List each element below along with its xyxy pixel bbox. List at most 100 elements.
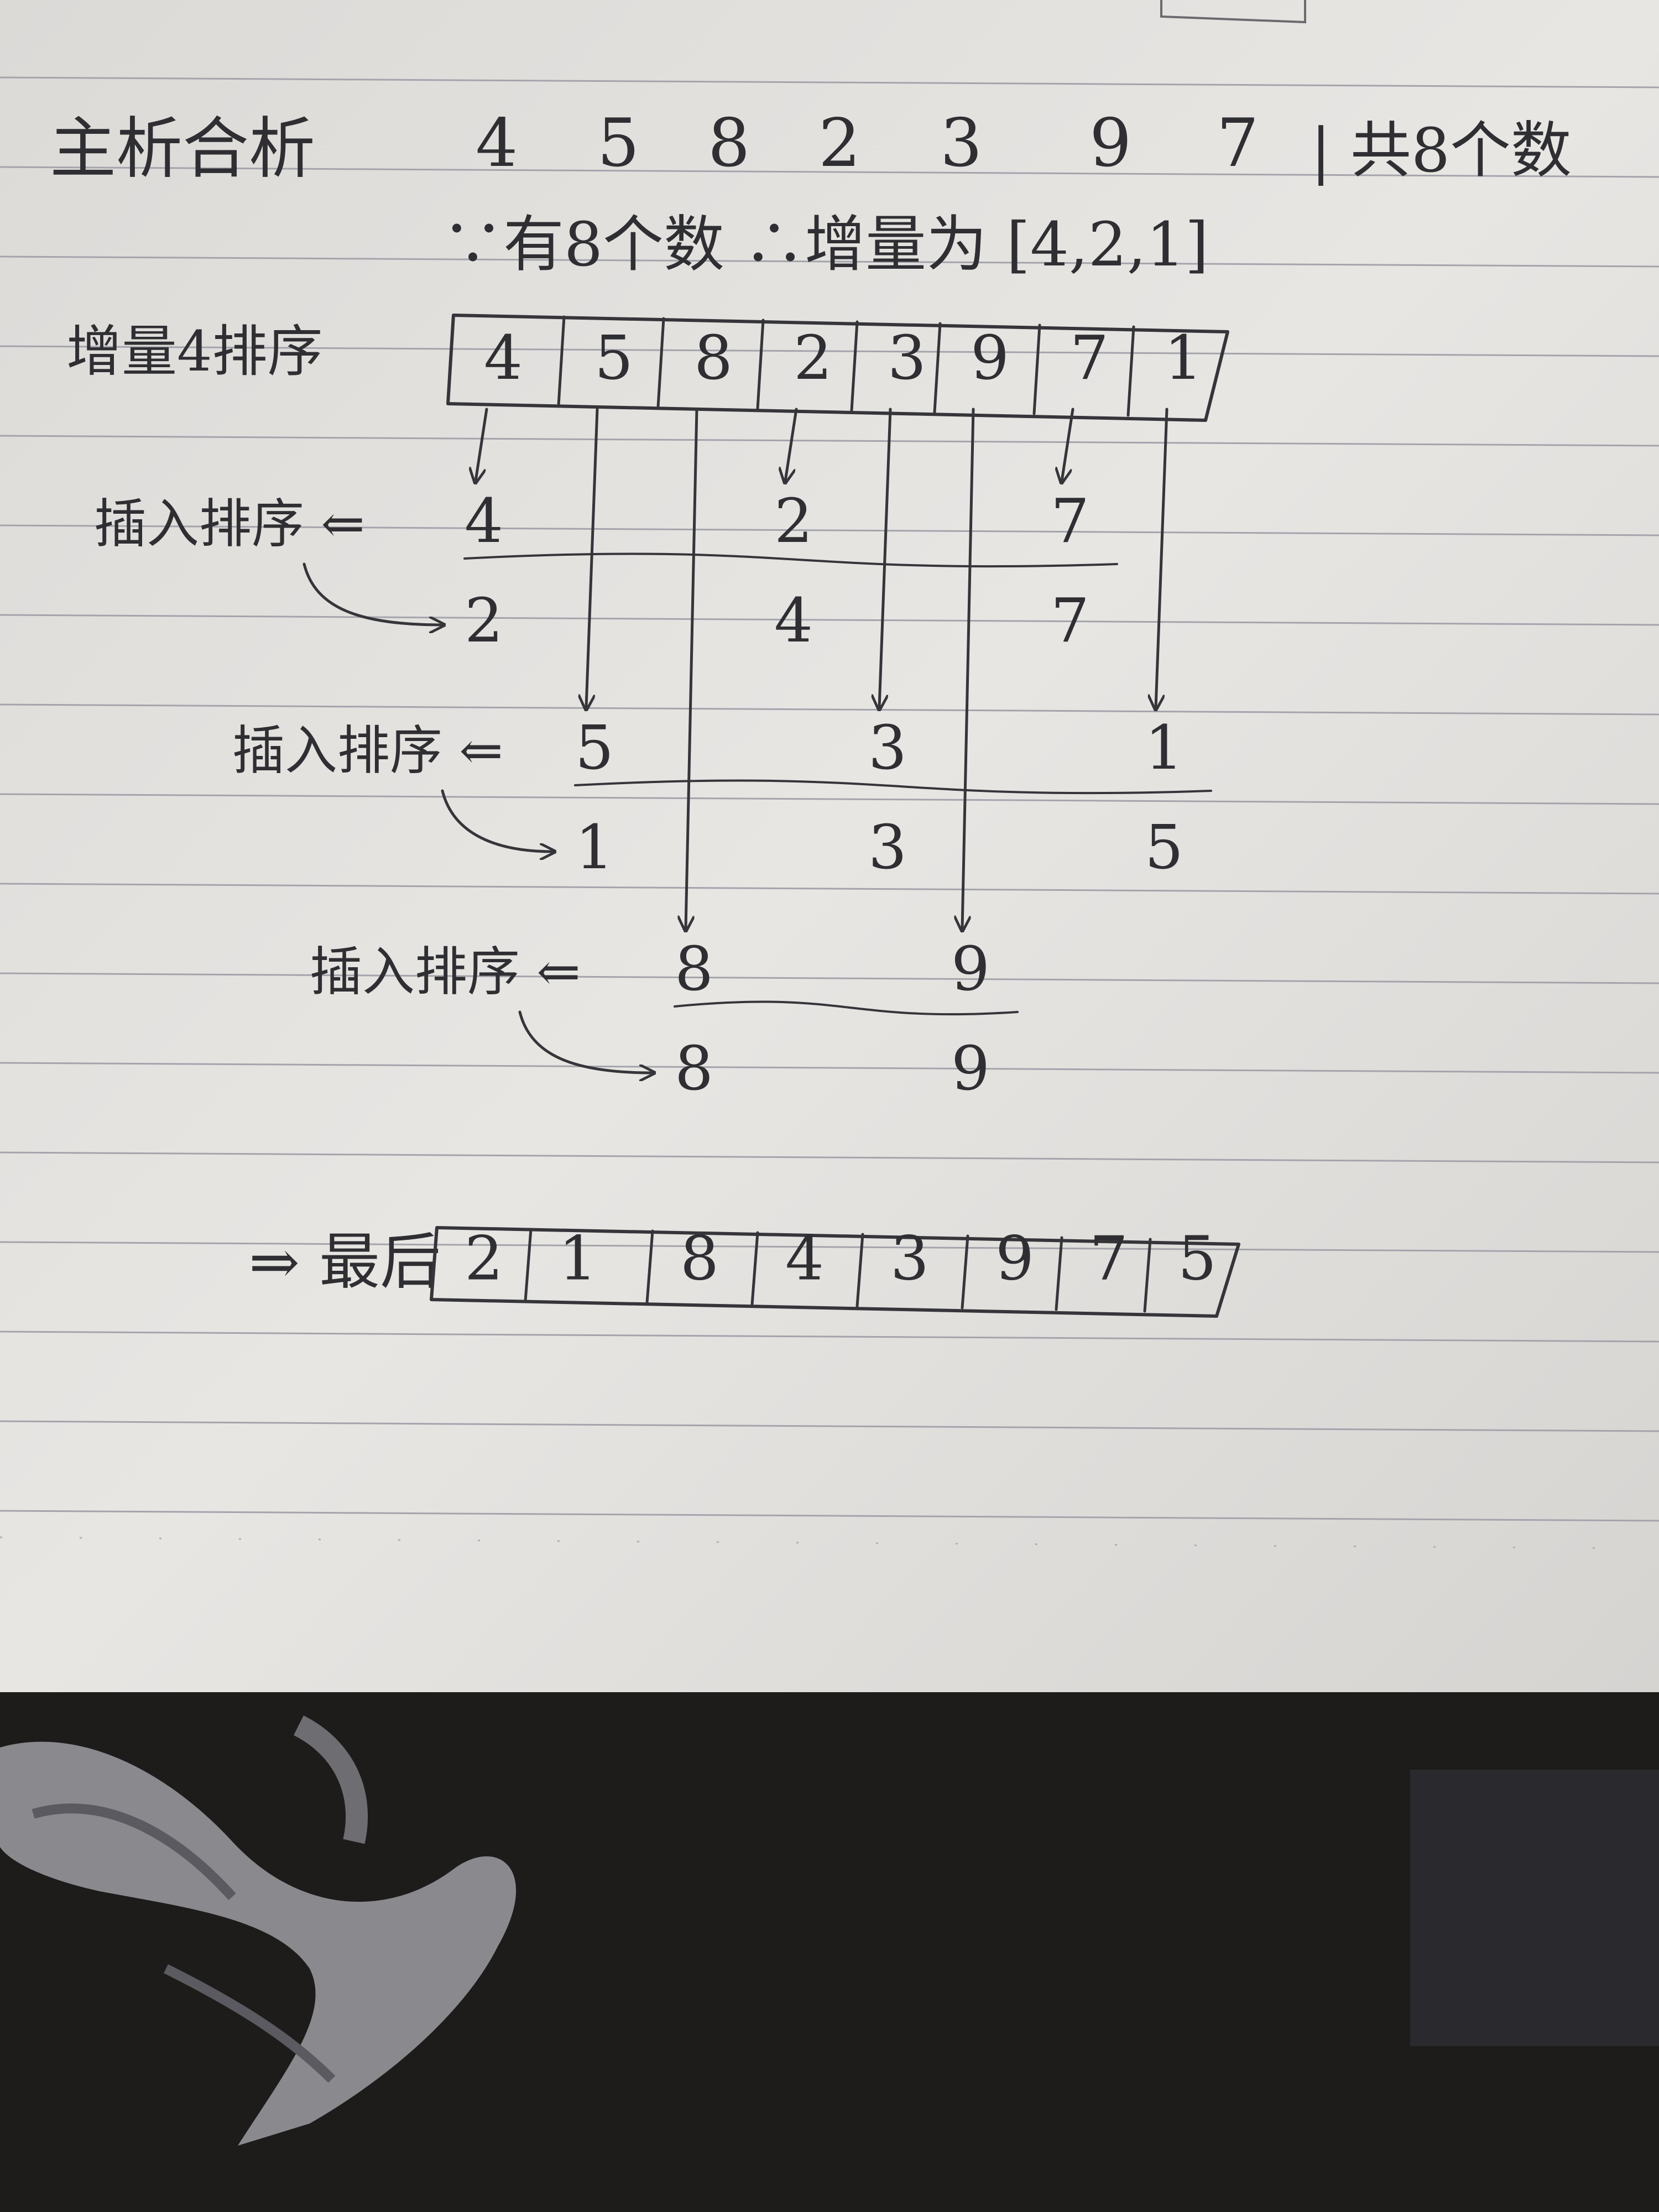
result-array-cell: 3 [890, 1223, 929, 1294]
rule-line [0, 255, 1659, 268]
rule-line [0, 1420, 1659, 1432]
after-value: 5 [1145, 812, 1183, 883]
group-underline [574, 779, 1212, 795]
rule-line [0, 1510, 1659, 1522]
before-value: 5 [575, 712, 614, 783]
result-array-cell: 1 [559, 1223, 597, 1294]
insert-label: 插入排序 ⇐ [310, 942, 581, 1003]
initial-array-frame [446, 314, 1229, 422]
group-arrow [1062, 408, 1074, 481]
group-arrow [586, 408, 599, 708]
group-arrow [879, 408, 892, 708]
rule-line [0, 793, 1659, 805]
group-arrow [1156, 408, 1168, 708]
before-value: 3 [868, 712, 907, 783]
header-number: 9 [1089, 105, 1131, 182]
after-value: 7 [1051, 585, 1089, 656]
rule-line [0, 703, 1659, 716]
result-array-divider [645, 1229, 654, 1305]
insertion-group: 插入排序 ⇐ 5 3 1 1 3 5 [232, 712, 1212, 883]
header-number: 7 [1217, 105, 1259, 182]
initial-array-cell: 4 [484, 322, 523, 393]
rule-line [0, 972, 1659, 984]
after-value: 3 [868, 812, 907, 883]
result-array-cell: 4 [785, 1223, 824, 1294]
initial-array-cell: 1 [1164, 322, 1203, 393]
result-array-divider [1055, 1236, 1063, 1311]
after-value: 2 [465, 585, 503, 656]
result-array-frame [430, 1226, 1240, 1318]
insert-label: 插入排序 ⇐ [94, 494, 365, 555]
group-arrow [476, 408, 488, 481]
result-array-divider [961, 1234, 969, 1310]
initial-array-divider [933, 322, 942, 414]
group-arrow [686, 408, 698, 929]
ruled-lines [0, 76, 1659, 1550]
header-number: 5 [597, 105, 639, 182]
initial-array-divider [656, 317, 665, 409]
header-extra: | 共8个数 [1311, 115, 1572, 186]
rule-line [0, 1241, 1659, 1253]
rule-line [0, 1331, 1659, 1343]
initial-array-divider [1032, 324, 1041, 415]
initial-array-cell: 3 [888, 322, 926, 393]
sort-arrow [441, 789, 553, 852]
header-number: 4 [476, 105, 518, 182]
header-number: 8 [708, 105, 750, 182]
initial-array-divider [557, 315, 566, 407]
initial-array-cell: 9 [971, 322, 1009, 393]
group-underline [674, 1000, 1019, 1016]
rule-line [0, 883, 1659, 895]
initial-array-cell: 5 [594, 322, 633, 393]
group-arrow [962, 408, 975, 929]
result-array-cell: 9 [995, 1223, 1034, 1294]
sort-arrow [518, 1010, 653, 1073]
after-value: 1 [575, 812, 614, 883]
step-label: 增量4排序 [66, 319, 323, 384]
header-number: 3 [940, 105, 982, 182]
before-value: 9 [951, 933, 990, 1004]
result-array-cell: 2 [465, 1223, 503, 1294]
after-value: 8 [675, 1033, 713, 1104]
background-cloth [0, 1659, 1659, 2212]
result-array-cell: 8 [680, 1223, 719, 1294]
initial-array-divider [850, 320, 859, 412]
before-value: 2 [774, 486, 813, 556]
result-array-divider [855, 1233, 864, 1308]
result-array-divider [750, 1231, 759, 1306]
subtitle: ∵有8个数 ∴增量为 [4,2,1] [442, 209, 1209, 280]
rule-line [0, 1151, 1659, 1164]
result-array-cell: 5 [1178, 1223, 1217, 1294]
insert-label: 插入排序 ⇐ [232, 721, 503, 781]
header-label: 主析合析 [50, 111, 315, 187]
before-value: 1 [1145, 712, 1183, 783]
group-arrows [476, 408, 1168, 929]
initial-array-cell: 8 [694, 322, 733, 393]
group-underline [463, 552, 1118, 568]
initial-array-divider [1126, 325, 1135, 417]
result-label: ⇒ 最后 [249, 1227, 441, 1297]
rule-line [0, 524, 1659, 536]
sort-arrow [302, 562, 442, 625]
rule-line [0, 435, 1659, 447]
before-value: 4 [465, 486, 503, 556]
result-array-divider [1143, 1238, 1152, 1313]
rule-line [0, 345, 1659, 357]
after-value: 4 [774, 585, 813, 656]
initial-array-divider [756, 319, 765, 410]
header-number: 2 [818, 105, 860, 182]
initial-array-cell: 2 [794, 322, 832, 393]
before-value: 7 [1051, 486, 1089, 556]
insertion-group: 插入排序 ⇐ 4 2 7 2 4 7 [94, 486, 1118, 656]
initial-array-cell: 7 [1070, 322, 1109, 393]
after-value: 9 [951, 1033, 990, 1104]
notebook-page [0, 0, 1659, 1692]
rule-line [0, 166, 1659, 178]
rule-line [0, 614, 1659, 626]
